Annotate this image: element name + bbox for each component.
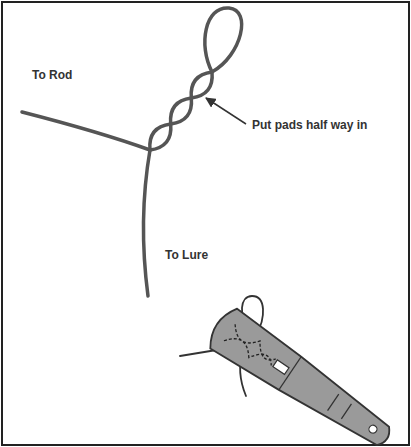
loop <box>205 8 242 72</box>
rod-line <box>22 112 150 150</box>
callout-note: Put pads half way in <box>252 118 367 132</box>
lure-line <box>143 150 150 296</box>
pad-tool <box>204 304 401 447</box>
tool-mark <box>328 394 352 420</box>
tool-body <box>204 304 401 447</box>
leader-arrow <box>206 98 246 124</box>
line-label: To Rod <box>32 68 72 82</box>
line-knot <box>22 8 242 296</box>
line-label: To Lure <box>165 248 208 262</box>
twist-strand <box>150 72 212 150</box>
hidden-knot <box>224 324 279 370</box>
tool-slot <box>273 360 289 374</box>
twist-strand <box>150 72 212 150</box>
tool-hole <box>367 424 378 435</box>
